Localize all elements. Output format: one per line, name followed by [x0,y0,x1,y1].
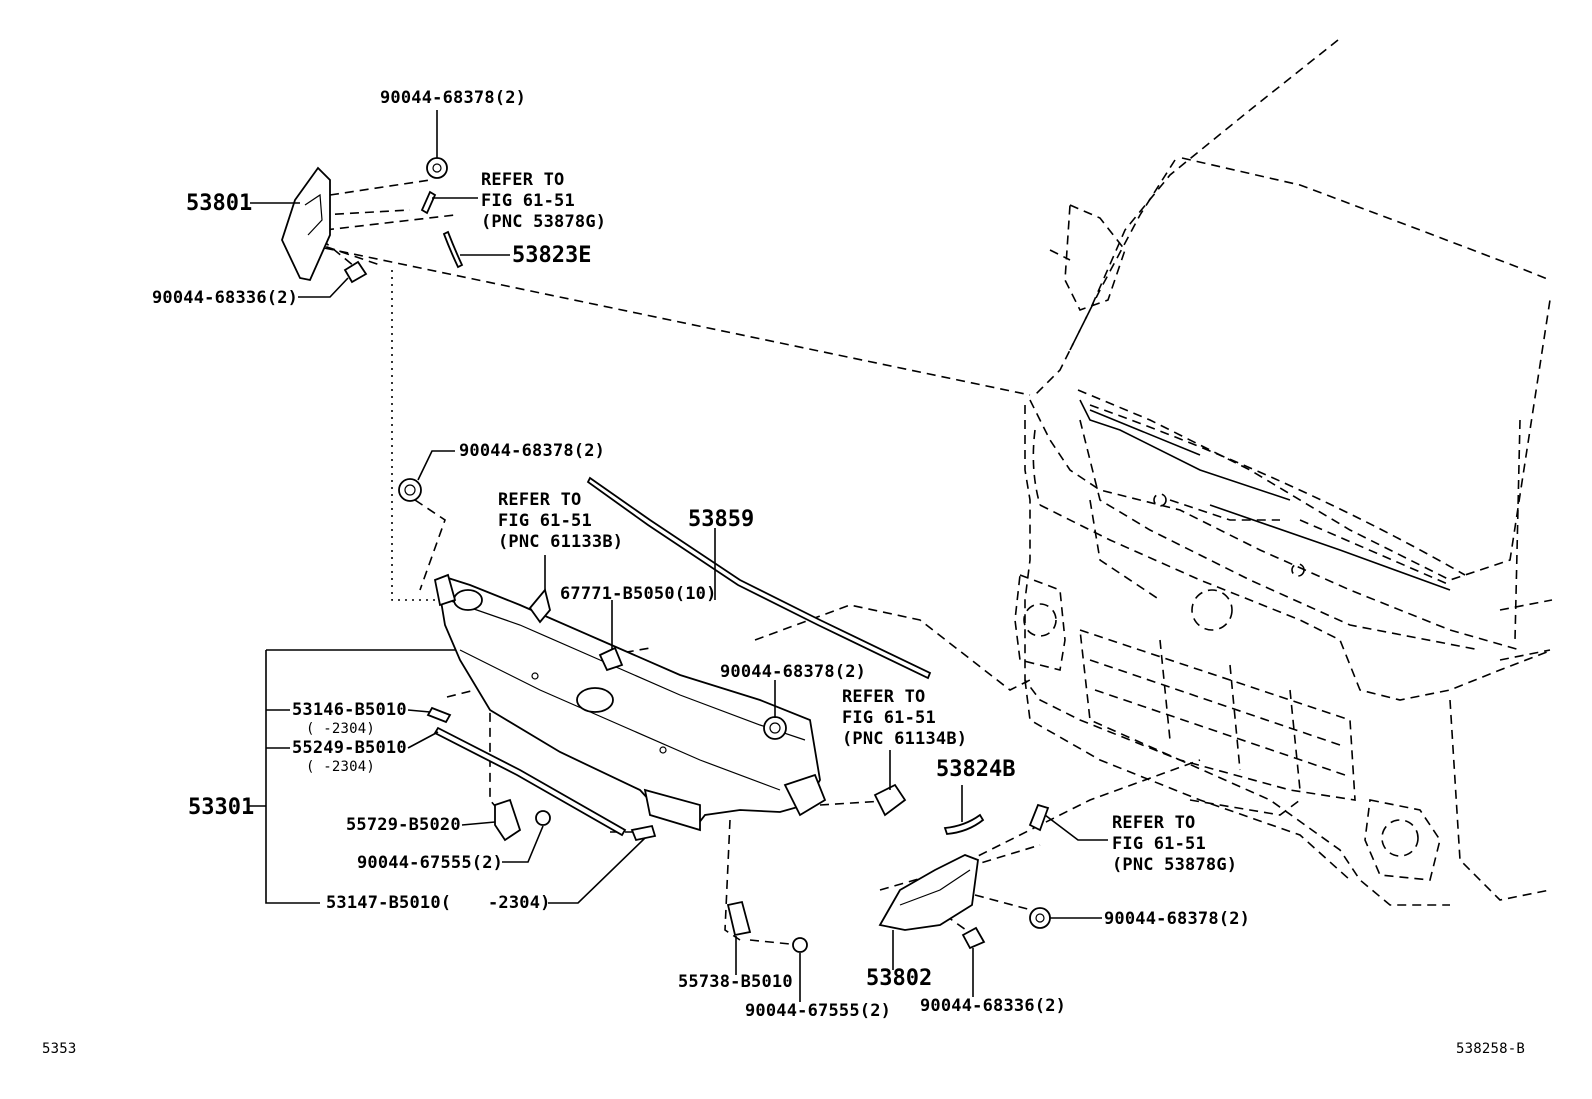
clip-67771 [598,646,624,672]
clip-90044-68378-mid [398,478,422,502]
vehicle-outline [1014,39,1553,906]
callout-90044-68336-low: 90044-68336(2) [920,996,1066,1016]
callout-55738-b5010: 55738-B5010 [678,972,793,992]
clip-90044-68378-right [763,716,787,740]
clip-90044-68378-top [426,157,448,179]
part-55729 [494,798,522,842]
part-53146 [426,706,452,724]
callout-refer-low-line1: REFER TO [1112,813,1195,833]
page-code: 5353 [42,1041,77,1057]
part-53878g-low [1028,803,1050,832]
callout-90044-68378-right: 90044-68378(2) [720,662,866,682]
screw-90044-67555-low [792,937,808,953]
callout-90044-68378-mid: 90044-68378(2) [459,441,605,461]
callout-67771-b5050: 67771-B5050(10) [560,584,717,604]
callout-55729-b5020: 55729-B5020 [346,815,461,835]
callout-53147-range: -2304) [488,893,551,913]
clip-90044-68378-low [1029,907,1051,929]
callout-55249-b5010: 55249-B5010 [292,738,407,758]
callout-refer-low-line2: FIG 61-51 [1112,834,1206,854]
callout-refer-mid-line2: FIG 61-51 [498,511,592,531]
callout-90044-67555-left: 90044-67555(2) [357,853,503,873]
part-55738 [726,900,752,937]
part-53824b [943,813,985,835]
callout-53802: 53802 [866,966,932,991]
part-53801 [281,166,331,282]
clip-90044-68336-low [961,926,986,950]
callout-refer-top-line2: FIG 61-51 [481,191,575,211]
callout-refer-mid-line3: (PNC 61133B) [498,532,623,552]
callout-90044-68378-top: 90044-68378(2) [380,88,526,108]
part-61134b-bracket [873,783,907,817]
callout-53146-b5010: 53146-B5010 [292,700,407,720]
callout-refer-mid-line1: REFER TO [498,490,581,510]
callout-55249-range: ( -2304) [306,759,375,775]
footer-codes: 5353 538258-B [42,1041,1525,1057]
callout-53859: 53859 [688,507,754,532]
callout-refer-top-line3: (PNC 53878G) [481,212,606,232]
part-53878g-seal [420,190,437,215]
figure-code: 538258-B [1456,1041,1525,1057]
callout-refer-right-line2: FIG 61-51 [842,708,936,728]
part-53802 [878,854,979,931]
callout-90044-67555-low: 90044-67555(2) [745,1001,891,1021]
part-53859-weatherstrip [586,476,932,680]
part-53147 [630,824,657,842]
callout-refer-top-line1: REFER TO [481,170,564,190]
part-53301-cowl [433,573,827,832]
callout-90044-68336-top: 90044-68336(2) [152,288,298,308]
clip-90044-68336-top [343,260,368,284]
callout-refer-right-line3: (PNC 61134B) [842,729,967,749]
callout-53301: 53301 [188,795,254,820]
callout-53823e: 53823E [512,243,591,268]
label-leaders [248,110,1108,1002]
callout-90044-68378-low: 90044-68378(2) [1104,909,1250,929]
callout-refer-low-line3: (PNC 53878G) [1112,855,1237,875]
callout-refer-right-line1: REFER TO [842,687,925,707]
screw-90044-67555-left [535,810,551,826]
part-53823e [442,230,464,269]
callout-53146-range: ( -2304) [306,721,375,737]
part-61133b-bracket [528,588,551,624]
callout-labels: 90044-68378(2) 53801 REFER TO FIG 61-51 … [152,88,1250,1021]
callout-53824b: 53824B [936,757,1015,782]
callout-53801: 53801 [186,191,252,216]
callout-53147-b5010: 53147-B5010( [326,893,451,913]
